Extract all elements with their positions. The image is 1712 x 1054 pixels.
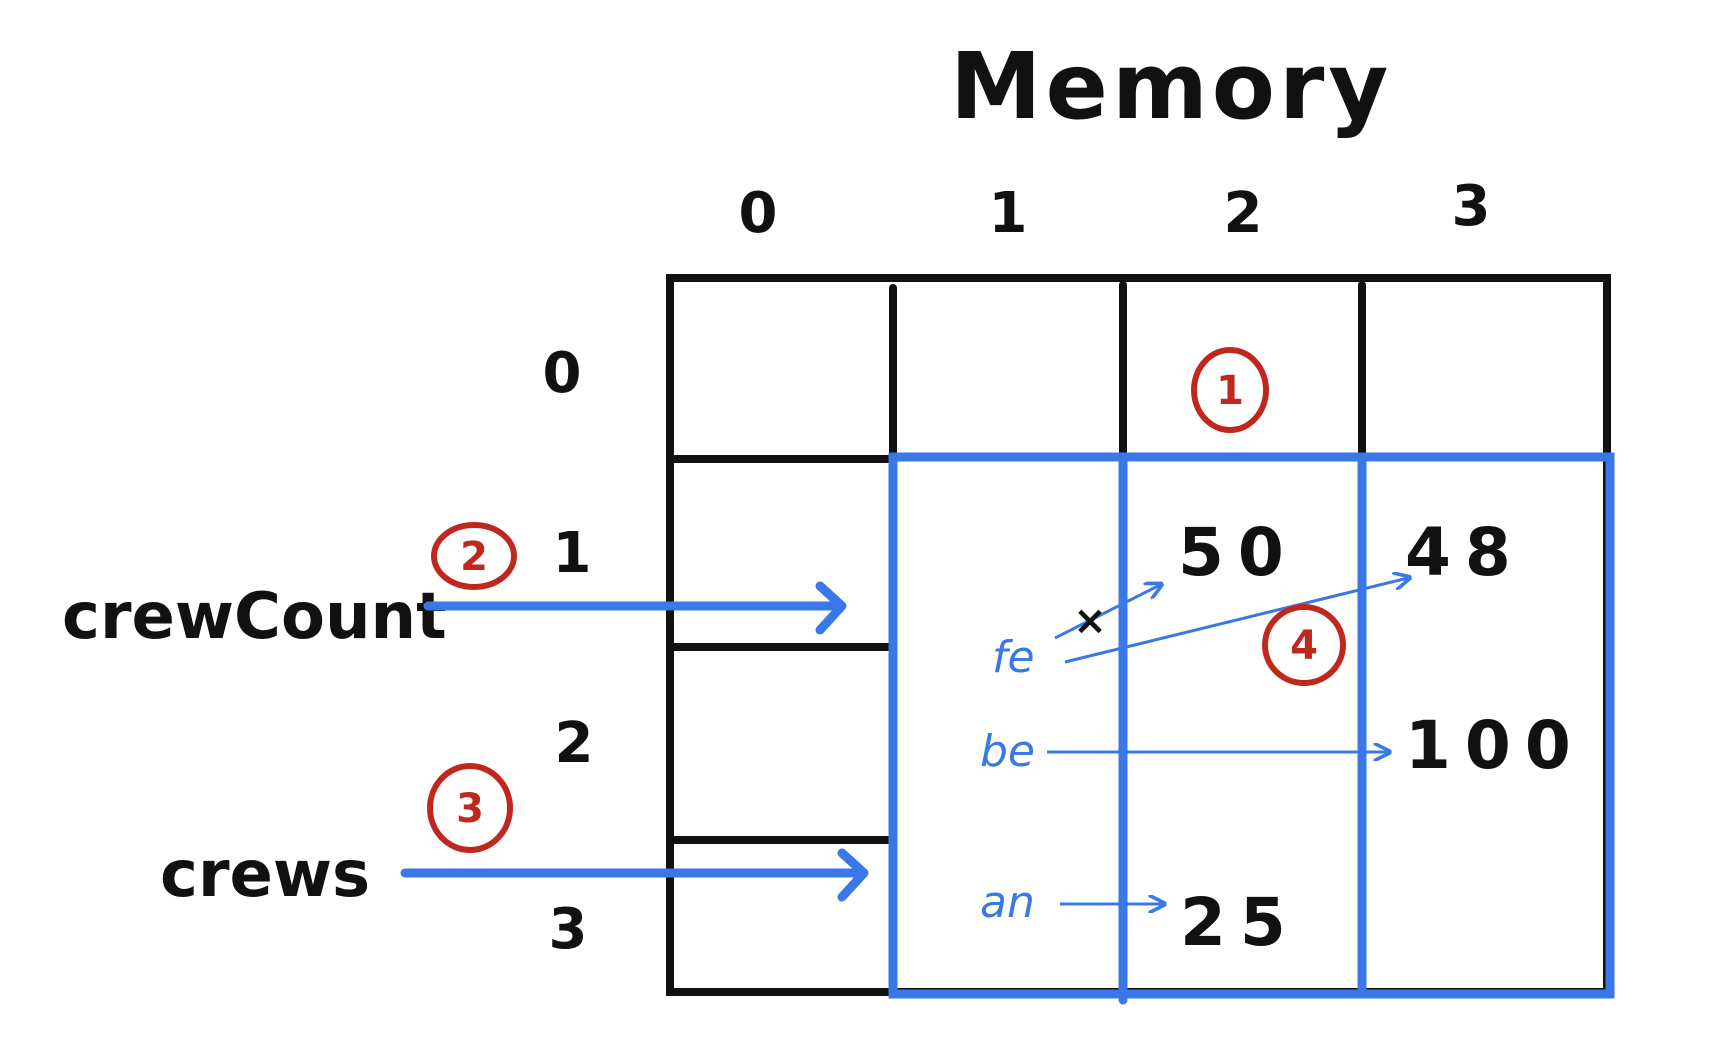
svg-text:1: 1 xyxy=(1216,368,1244,414)
field-label-fe: fe xyxy=(992,632,1035,683)
field-label-be: be xyxy=(980,726,1035,777)
column-header-0: 0 xyxy=(739,181,778,246)
allocated-block xyxy=(888,452,1615,1005)
column-header-2: 2 xyxy=(1224,181,1263,246)
step-marker-3: 3 xyxy=(427,763,513,853)
crews-pointer-arrow xyxy=(400,848,869,902)
fe-old-pointer-arrow xyxy=(1054,585,1160,640)
column-header-3: 3 xyxy=(1452,174,1491,239)
row-header-0: 0 xyxy=(543,341,582,406)
crew-count-pointer-arrow xyxy=(423,581,847,635)
step-marker-1: 1 xyxy=(1191,347,1269,433)
value-100: 100 xyxy=(1405,707,1585,784)
row-header-2: 2 xyxy=(555,711,594,776)
grid-outline xyxy=(666,274,1611,996)
allocated-block-outline xyxy=(888,452,1615,999)
value-48: 48 xyxy=(1405,514,1525,591)
step-marker-4: 4 xyxy=(1262,604,1346,686)
field-label-an: an xyxy=(980,877,1035,928)
crew-count-label: crewCount xyxy=(62,580,447,654)
value-25: 25 xyxy=(1180,884,1300,961)
memory-grid xyxy=(666,274,1611,996)
value-50: 50 xyxy=(1178,514,1298,591)
strike-mark: × xyxy=(1073,598,1107,644)
crews-label: crews xyxy=(160,838,370,912)
svg-text:4: 4 xyxy=(1290,623,1318,669)
step-marker-2: 2 xyxy=(431,522,517,590)
row-header-1: 1 xyxy=(553,521,592,586)
fe-new-pointer-arrow xyxy=(1064,578,1408,664)
column-header-1: 1 xyxy=(989,181,1028,246)
svg-text:2: 2 xyxy=(460,534,488,580)
svg-text:3: 3 xyxy=(456,786,484,832)
row-header-3: 3 xyxy=(549,897,588,962)
diagram-title: Memory xyxy=(950,33,1392,140)
